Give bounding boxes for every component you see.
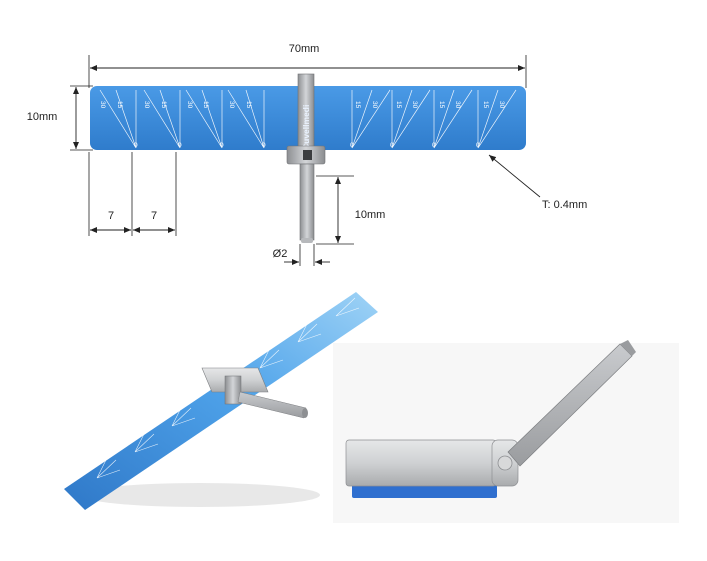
- svg-text:0: 0: [350, 142, 354, 149]
- svg-text:30: 30: [371, 101, 378, 109]
- svg-text:15: 15: [482, 101, 489, 109]
- pin-diameter-label: Ø2: [273, 248, 288, 260]
- pitch-dimensions: 7 7: [88, 152, 177, 236]
- svg-text:0: 0: [432, 142, 436, 149]
- pitch-label-1: 7: [108, 210, 114, 222]
- svg-text:0: 0: [476, 142, 480, 149]
- svg-text:30: 30: [498, 101, 505, 109]
- svg-text:15: 15: [438, 101, 445, 109]
- central-post: Cuvellmedi: [286, 73, 326, 243]
- thickness-label: T: 0.4mm: [542, 199, 587, 211]
- thickness-callout: T: 0.4mm: [488, 154, 587, 211]
- ruler-angle-labels: 30 15 30 15 30 15 30 15 15 30 15 30 15 3…: [99, 101, 505, 109]
- svg-text:30: 30: [143, 101, 150, 109]
- svg-text:15: 15: [395, 101, 402, 109]
- brand-text: Cuvellmedi: [301, 105, 311, 150]
- technical-drawing: 70mm 10mm 30: [27, 43, 587, 266]
- svg-text:15: 15: [245, 101, 252, 109]
- pitch-label-2: 7: [151, 210, 157, 222]
- ruler-edge-blue: [352, 484, 497, 498]
- width-label: 70mm: [289, 43, 320, 55]
- height-label: 10mm: [27, 111, 58, 123]
- height-dimension: 10mm: [27, 85, 93, 151]
- pin-length-dimension: 10mm: [316, 175, 386, 245]
- svg-text:0: 0: [134, 142, 138, 149]
- svg-text:30: 30: [228, 101, 235, 109]
- svg-text:0: 0: [178, 142, 182, 149]
- svg-text:30: 30: [186, 101, 193, 109]
- ruler-zero-labels: 0 0 0 0 0 0 0 0: [134, 142, 480, 149]
- ruler-graduations: [99, 89, 517, 149]
- svg-text:0: 0: [390, 142, 394, 149]
- product-photo-perspective: [64, 292, 378, 510]
- svg-text:15: 15: [116, 101, 123, 109]
- svg-text:0: 0: [220, 142, 224, 149]
- svg-text:15: 15: [202, 101, 209, 109]
- svg-text:15: 15: [160, 101, 167, 109]
- svg-text:0: 0: [262, 142, 266, 149]
- pin-length-label: 10mm: [355, 209, 386, 221]
- svg-text:30: 30: [411, 101, 418, 109]
- housing-block: [345, 439, 497, 487]
- width-dimension: 70mm: [88, 43, 527, 88]
- svg-text:15: 15: [354, 101, 361, 109]
- product-photo-side: [333, 340, 679, 523]
- svg-text:30: 30: [99, 101, 106, 109]
- pin-diameter-dimension: Ø2: [273, 244, 330, 266]
- ruler-blade-perspective: [64, 292, 378, 510]
- svg-text:30: 30: [454, 101, 461, 109]
